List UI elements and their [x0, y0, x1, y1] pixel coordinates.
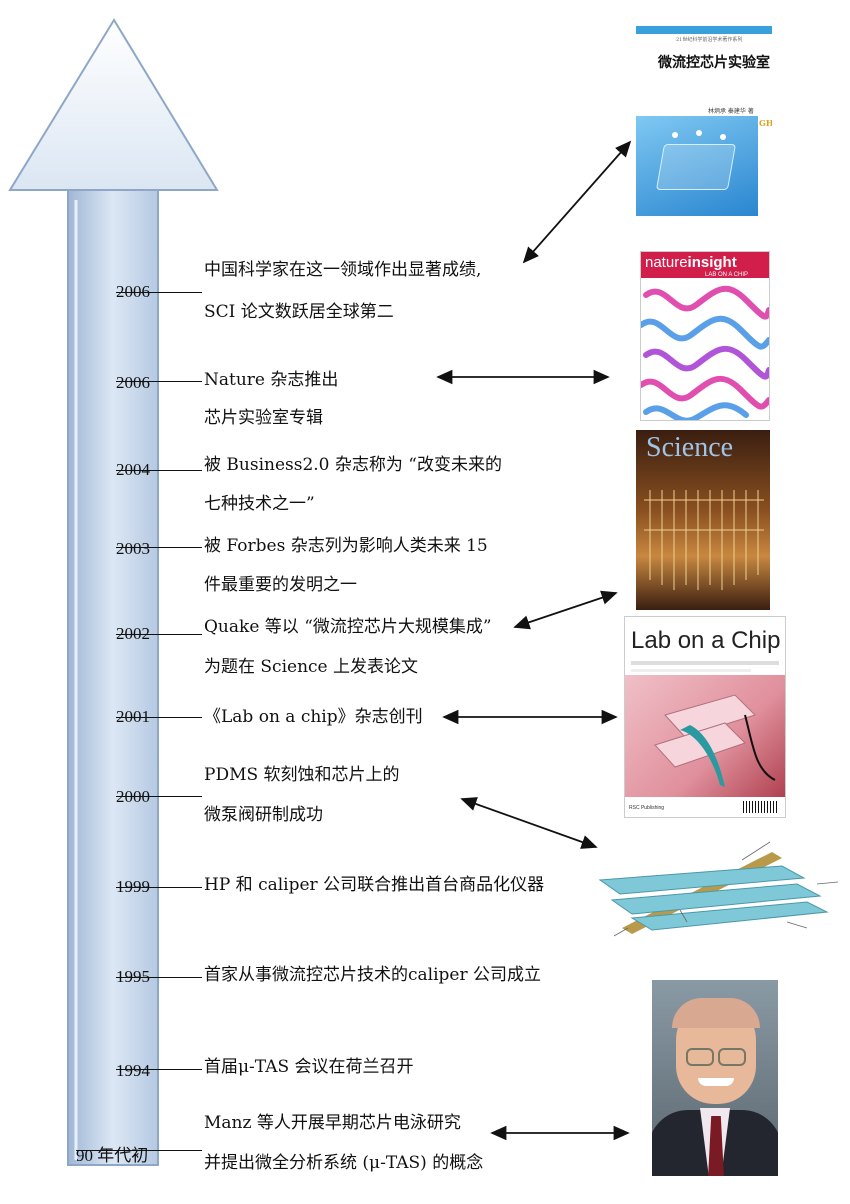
timeline-tick: [116, 977, 202, 978]
lab-on-a-chip-cover-image: Lab on a Chip RSC Publishing: [624, 616, 786, 818]
year-label: 2003: [116, 539, 150, 558]
event-text: 微泵阀研制成功: [204, 805, 323, 825]
event-text: Quake 等以 “微流控芯片大规模集成”: [204, 617, 492, 637]
year-label: 2006: [116, 282, 150, 301]
timeline-tick: [116, 796, 202, 797]
book-cover-image: 21世纪科学前沿学术著作系列 微流控芯片实验室 林炳承 秦建华 著 GH: [636, 26, 772, 216]
event-text: 中国科学家在这一领域作出显著成绩,: [204, 260, 482, 280]
book-title: 微流控芯片实验室: [658, 55, 770, 71]
nature-subtitle: LAB ON A CHIP: [705, 272, 749, 278]
event-text: 《Lab on a chip》杂志创刊: [204, 707, 423, 727]
event-text: 被 Forbes 杂志列为影响人类未来 15: [204, 536, 488, 556]
year-label: 1994: [116, 1061, 150, 1080]
year-label: 2006: [116, 373, 150, 392]
arrow-book: [522, 140, 632, 264]
year-label: 1999: [116, 877, 150, 896]
manz-portrait-image: [652, 980, 778, 1176]
event-text: 被 Business2.0 杂志称为 “改变未来的: [204, 455, 502, 475]
timeline-tick: [76, 1150, 202, 1151]
event-text: 芯片实验室专辑: [204, 408, 323, 428]
event-text: SCI 论文数跃居全球第二: [204, 302, 394, 322]
event-text: HP 和 caliper 公司联合推出首台商品化仪器: [204, 875, 545, 895]
event-text: PDMS 软刻蚀和芯片上的: [204, 765, 400, 785]
year-label: 1995: [116, 967, 150, 986]
event-text: 七种技术之一”: [204, 494, 315, 514]
event-text: 首家从事微流控芯片技术的caliper 公司成立: [204, 965, 542, 985]
event-text: 为题在 Science 上发表论文: [204, 657, 419, 677]
insight-brand: insight: [687, 254, 737, 271]
event-text: Manz 等人开展早期芯片电泳研究: [204, 1113, 461, 1133]
timeline-tick: [116, 887, 202, 888]
book-authors: 林炳承 秦建华 著: [708, 108, 754, 115]
year-label: 2002: [116, 624, 150, 643]
timeline-arrow: [8, 18, 219, 1166]
book-logo: GH: [759, 118, 772, 128]
event-text: 并提出微全分析系统 (μ-TAS) 的概念: [204, 1153, 484, 1173]
timeline-tick: [116, 717, 202, 718]
loac-title: Lab on a Chip: [631, 627, 781, 654]
arrow-science: [513, 590, 618, 630]
arrow-valves: [460, 797, 598, 849]
year-label: 2001: [116, 707, 150, 726]
pdms-microvalve-illustration: [598, 841, 839, 937]
timeline-tick: [116, 634, 202, 635]
science-cover-image: Science: [636, 430, 770, 610]
loac-publisher: RSC Publishing: [629, 805, 665, 811]
year-label: 2004: [116, 460, 150, 479]
nature-brand: nature: [645, 254, 688, 271]
nature-insight-cover-image: natureinsight LAB ON A CHIP: [640, 251, 770, 421]
event-text: Nature 杂志推出: [204, 370, 339, 390]
timeline-tick: [116, 547, 202, 548]
event-text: 件最重要的发明之一: [204, 575, 357, 595]
timeline-tick: [116, 292, 202, 293]
event-text: 首届μ-TAS 会议在荷兰召开: [204, 1057, 414, 1077]
science-title: Science: [646, 432, 734, 463]
timeline-tick: [116, 1069, 202, 1070]
book-series: 21世纪科学前沿学术著作系列: [676, 37, 743, 43]
timeline-tick: [116, 381, 202, 382]
timeline-tick: [116, 470, 202, 471]
